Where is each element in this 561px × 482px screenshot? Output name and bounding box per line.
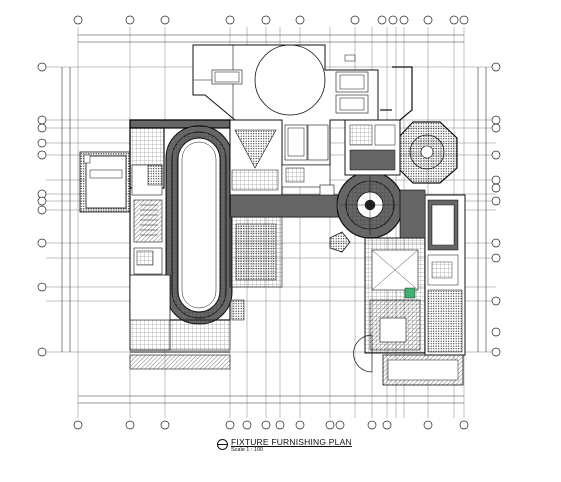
drawing-scale: Scale 1 : 100 (231, 447, 264, 453)
stairs (140, 204, 158, 236)
right-wing (344, 119, 466, 356)
grid-bubbles-right (491, 62, 501, 357)
garage-block (192, 44, 379, 166)
left-balcony (79, 151, 131, 213)
grid-bubbles-bottom (73, 420, 469, 430)
lower-left-terrace (129, 274, 245, 370)
middle-block (229, 119, 341, 288)
drawing-title: FIXTURE FURNISHING PLAN (231, 437, 352, 447)
grid-bubbles-top (73, 15, 469, 25)
octagon-tower (397, 121, 458, 184)
entry-elements (319, 184, 351, 253)
upper-right-walls (380, 66, 413, 121)
grid-bubbles-left (37, 62, 47, 357)
section-marker-icon (217, 439, 228, 450)
drawing-caption: FIXTURE FURNISHING PLAN Scale 1 : 100 (217, 437, 377, 457)
lower-right-balcony (353, 334, 464, 386)
dimension-lines (61, 34, 487, 404)
rotunda (336, 171, 404, 239)
pool (165, 125, 233, 325)
